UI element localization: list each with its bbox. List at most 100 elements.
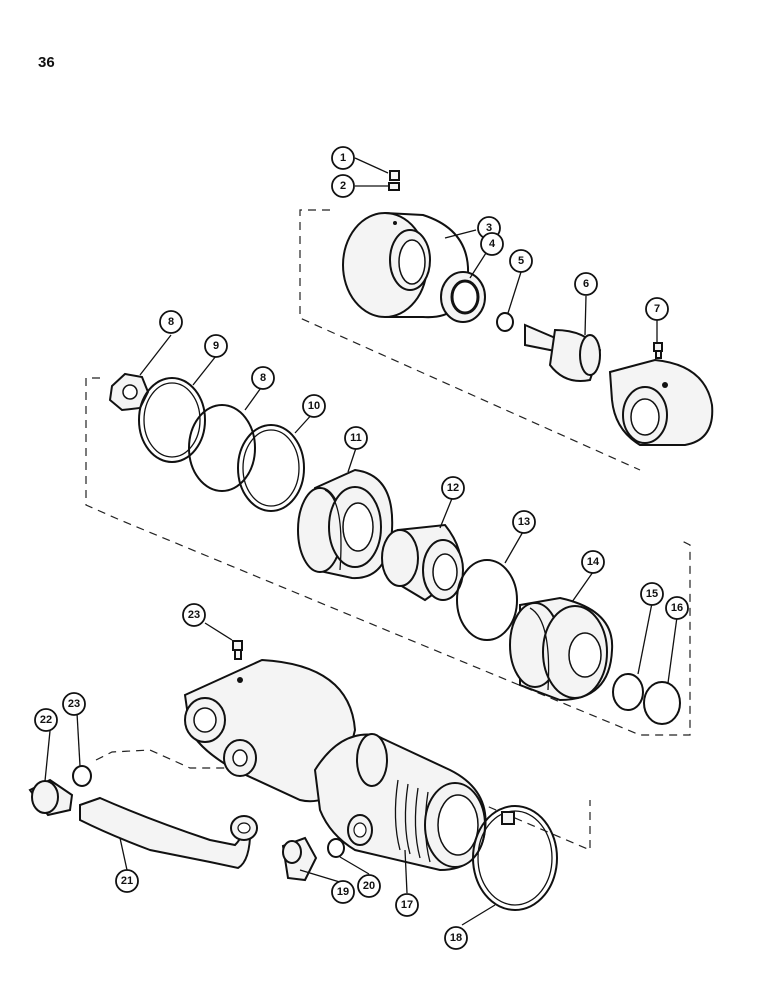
callout-number: 8	[260, 372, 266, 384]
callout-bubble: 11	[344, 426, 368, 450]
piston-head-part	[509, 596, 614, 702]
clevis-part	[608, 358, 714, 446]
callout-bubble: 23	[182, 603, 206, 627]
wiper-part	[643, 681, 681, 725]
barrel-base-part	[183, 658, 357, 803]
callout-circle	[182, 603, 206, 627]
seal-part	[440, 271, 486, 323]
callout-bubble: 7	[645, 297, 669, 321]
callout-number: 7	[654, 303, 660, 315]
callout-number: 4	[489, 238, 496, 250]
rod-pin-part	[524, 323, 602, 382]
o-ring-part	[237, 424, 305, 512]
set-screw-part	[388, 170, 400, 191]
callout-circle	[395, 893, 419, 917]
callout-bubble: 22	[34, 708, 58, 732]
callout-bubble: 12	[441, 476, 465, 500]
callout-number: 9	[213, 340, 219, 352]
washer-part	[72, 765, 92, 787]
o-ring-part	[612, 673, 644, 711]
callout-circle	[509, 249, 533, 273]
callout-bubble: 15	[640, 582, 664, 606]
callout-bubble: 14	[581, 550, 605, 574]
elbow-part	[28, 778, 74, 817]
callout-circle	[581, 550, 605, 574]
callout-circle	[640, 582, 664, 606]
callout-bubble: 13	[512, 510, 536, 534]
callout-number: 19	[337, 886, 349, 898]
callout-bubble: 19	[331, 880, 355, 904]
callout-circle	[34, 708, 58, 732]
callout-circle	[251, 366, 275, 390]
hose-line-part	[79, 796, 258, 870]
callout-bubble: 18	[444, 926, 468, 950]
callout-number: 15	[646, 588, 658, 600]
callout-bubble: 23	[62, 692, 86, 716]
callout-number: 11	[350, 432, 362, 444]
leader-lines	[44, 157, 678, 926]
callout-bubble: 21	[115, 869, 139, 893]
washer-part	[327, 838, 345, 858]
snap-ring-part	[496, 312, 514, 332]
spacer-tube-part	[381, 523, 464, 602]
callout-bubble: 1	[331, 146, 355, 170]
callout-circle	[331, 880, 355, 904]
grease-fitting-part	[653, 342, 663, 359]
callout-circle	[645, 297, 669, 321]
callout-number: 23	[188, 609, 200, 621]
callout-circle	[357, 874, 381, 898]
callout-circle	[441, 476, 465, 500]
callout-number: 21	[121, 875, 133, 887]
callout-bubble: 8	[251, 366, 275, 390]
callout-bubble: 17	[395, 893, 419, 917]
callout-bubble: 16	[665, 596, 689, 620]
group-outline-bottom	[95, 749, 591, 851]
elbow-fitting-part	[281, 836, 318, 882]
callout-circle	[665, 596, 689, 620]
callout-circle	[331, 146, 355, 170]
callout-circle	[62, 692, 86, 716]
group-outline-middle	[85, 377, 691, 736]
callout-number: 8	[168, 316, 174, 328]
barrel-part	[313, 733, 487, 872]
callout-bubble: 2	[331, 174, 355, 198]
callout-number: 5	[518, 255, 524, 267]
callout-number: 12	[447, 482, 459, 494]
callout-circle	[115, 869, 139, 893]
group-outline-top	[299, 209, 641, 471]
callout-bubble: 9	[204, 334, 228, 358]
callout-circle	[344, 426, 368, 450]
callout-circle	[480, 232, 504, 256]
page-number: 36	[38, 54, 55, 71]
callout-number: 20	[363, 880, 375, 892]
hose-clamp-part	[472, 805, 558, 911]
callout-number: 16	[671, 602, 683, 614]
callout-circle	[331, 174, 355, 198]
callout-circle	[159, 310, 183, 334]
callout-number: 2	[340, 180, 346, 192]
gland-part	[342, 212, 470, 319]
callout-bubble: 5	[509, 249, 533, 273]
o-ring-part	[138, 377, 206, 463]
o-ring-part	[143, 382, 201, 458]
callout-bubble: 6	[574, 272, 598, 296]
backup-ring-part	[188, 404, 256, 492]
grease-fitting-part	[232, 640, 243, 660]
callout-number: 23	[68, 698, 80, 710]
callout-bubble: 8	[159, 310, 183, 334]
callout-bubble: 10	[302, 394, 326, 418]
callout-circle	[204, 334, 228, 358]
callout-number: 6	[583, 278, 589, 290]
callout-circle	[512, 510, 536, 534]
o-ring-part	[242, 429, 300, 507]
callout-number: 10	[308, 400, 320, 412]
callout-circle	[302, 394, 326, 418]
callout-number: 14	[587, 556, 600, 568]
callout-number: 1	[340, 152, 346, 164]
callout-circle	[574, 272, 598, 296]
callout-bubble: 4	[480, 232, 504, 256]
nut-part	[108, 372, 150, 412]
callout-number: 3	[486, 222, 492, 234]
